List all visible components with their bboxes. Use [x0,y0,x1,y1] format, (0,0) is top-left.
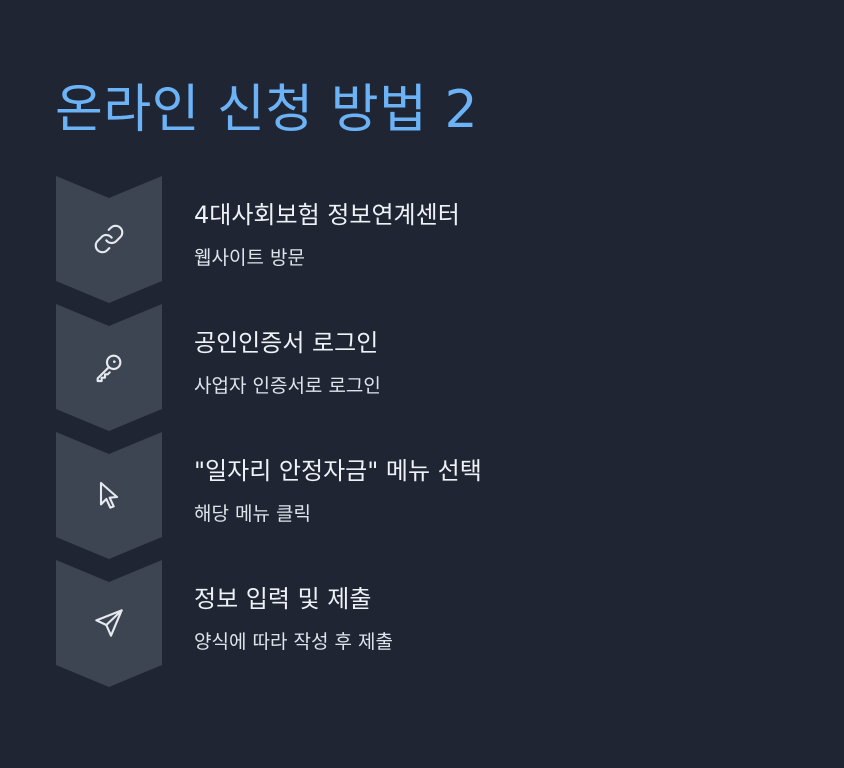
step-1-description: 웹사이트 방문 [194,247,305,269]
step-1: 4대사회보험 정보연계센터 웹사이트 방문 [0,176,844,303]
link-icon [94,224,124,254]
step-3: "일자리 안정자금" 메뉴 선택 해당 메뉴 클릭 [0,432,844,559]
paper-plane-icon [95,609,123,637]
step-1-title: 4대사회보험 정보연계센터 [194,201,460,229]
step-4-description: 양식에 따라 작성 후 제출 [194,631,393,653]
cursor-icon [99,481,119,509]
step-4-title: 정보 입력 및 제출 [194,585,372,613]
key-icon [96,354,122,383]
step-3-chevron [56,432,162,559]
step-4: 정보 입력 및 제출 양식에 따라 작성 후 제출 [0,560,844,687]
step-4-chevron [56,560,162,687]
step-2-description: 사업자 인증서로 로그인 [194,375,381,397]
step-2-chevron [56,304,162,431]
step-2-title: 공인인증서 로그인 [194,329,379,357]
page-title: 온라인 신청 방법 2 [55,80,479,140]
step-3-title: "일자리 안정자금" 메뉴 선택 [194,457,482,485]
step-1-chevron [56,176,162,303]
step-3-description: 해당 메뉴 클릭 [194,503,311,525]
step-2: 공인인증서 로그인 사업자 인증서로 로그인 [0,304,844,431]
